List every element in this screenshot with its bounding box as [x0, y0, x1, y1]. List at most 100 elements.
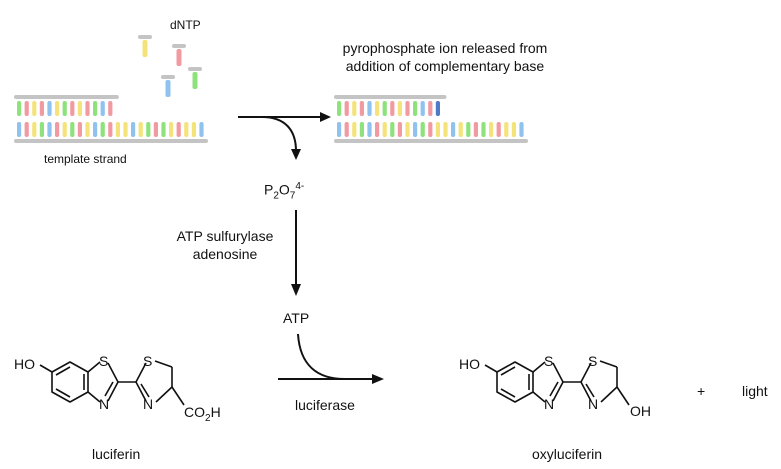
primer-base [32, 101, 37, 116]
template-base [39, 122, 44, 137]
plus-sign: + [697, 383, 706, 399]
dntp-base [142, 40, 148, 57]
enzyme1-line1: ATP sulfurylase [176, 228, 274, 244]
dntp-base [192, 72, 198, 89]
template-base [17, 122, 22, 137]
primer-base [390, 101, 395, 116]
luciferin-co2h: CO2H [184, 404, 221, 424]
template-base [77, 122, 82, 137]
template-base [161, 122, 166, 137]
template-base [169, 122, 174, 137]
primer-base [413, 101, 418, 116]
template-strand-label: template strand [44, 152, 127, 166]
primer-base [435, 101, 440, 116]
template-base [443, 122, 448, 137]
dntp-phosphate [172, 44, 186, 48]
primer-base [62, 101, 67, 116]
template-base [405, 122, 410, 137]
template-base [458, 122, 463, 137]
template-base [153, 122, 158, 137]
template-base [511, 122, 516, 137]
template-base [504, 122, 509, 137]
enzyme1-line2: adenosine [192, 246, 258, 262]
free-dntps [138, 35, 202, 97]
template-base [344, 122, 349, 137]
dntp-phosphate [138, 35, 152, 39]
release-caption-line1: pyrophosphate ion released from [342, 40, 548, 56]
dntp-base [176, 49, 182, 66]
template-backbone [14, 139, 208, 143]
primer-backbone [14, 95, 119, 99]
primer-base [344, 101, 349, 116]
template-base [352, 122, 357, 137]
oxyluciferin-ho: HO [459, 356, 480, 372]
template-base [32, 122, 37, 137]
template-base [85, 122, 90, 137]
oxyluciferin-label: oxyluciferin [532, 446, 603, 462]
luciferin-label: luciferin [92, 446, 141, 462]
template-base [397, 122, 402, 137]
template-base [375, 122, 380, 137]
template-base [191, 122, 196, 137]
primer-base [375, 101, 380, 116]
primer-base [24, 101, 29, 116]
template-base [115, 122, 120, 137]
primer-base [93, 101, 98, 116]
template-base [108, 122, 113, 137]
template-base [367, 122, 372, 137]
primer-base [367, 101, 372, 116]
primer-base [17, 101, 22, 116]
primer-base [359, 101, 364, 116]
atp-label: ATP [283, 310, 310, 326]
template-base [466, 122, 471, 137]
template-base [359, 122, 364, 137]
oxyluciferin-n1: N [544, 396, 555, 412]
luciferin-n1: N [99, 396, 110, 412]
template-base [413, 122, 418, 137]
primer-base [352, 101, 357, 116]
template-base [138, 122, 143, 137]
primer-base [47, 101, 52, 116]
template-base [519, 122, 524, 137]
polymerization-arrow [238, 116, 320, 152]
luciferase-label: luciferase [295, 397, 355, 413]
luciferin-s1: S [99, 353, 109, 369]
template-base [24, 122, 29, 137]
template-base [55, 122, 60, 137]
primer-base [55, 101, 60, 116]
dntp-phosphate [188, 67, 202, 71]
primer-base [337, 101, 342, 116]
template-base [481, 122, 486, 137]
template-base [184, 122, 189, 137]
dna-template-right [334, 95, 528, 143]
primer-base [428, 101, 433, 116]
primer-base [397, 101, 402, 116]
luciferase-arrowhead [372, 374, 384, 384]
template-base [489, 122, 494, 137]
luciferin-n2: N [143, 396, 154, 412]
oxyluciferin-structure [484, 360, 630, 406]
pyrophosphate-formula: P2O74- [264, 181, 305, 202]
luciferin-s2: S [143, 353, 153, 369]
primer-base [70, 101, 75, 116]
dntp-phosphate [161, 75, 175, 79]
primer-base [39, 101, 44, 116]
primer-base [100, 101, 105, 116]
luciferin-ho: HO [14, 356, 35, 372]
release-caption-line2: addition of complementary base [345, 58, 545, 74]
primer-base [77, 101, 82, 116]
template-base [337, 122, 342, 137]
template-base [473, 122, 478, 137]
template-base [146, 122, 151, 137]
template-base [390, 122, 395, 137]
primer-backbone [334, 95, 447, 99]
template-base [100, 122, 105, 137]
oxyluciferin-s2: S [588, 353, 598, 369]
dntp-label: dNTP [170, 18, 201, 32]
template-base [199, 122, 204, 137]
template-base [428, 122, 433, 137]
template-base [62, 122, 67, 137]
polymerization-arrowhead [320, 112, 331, 122]
light-label: light [742, 383, 768, 399]
